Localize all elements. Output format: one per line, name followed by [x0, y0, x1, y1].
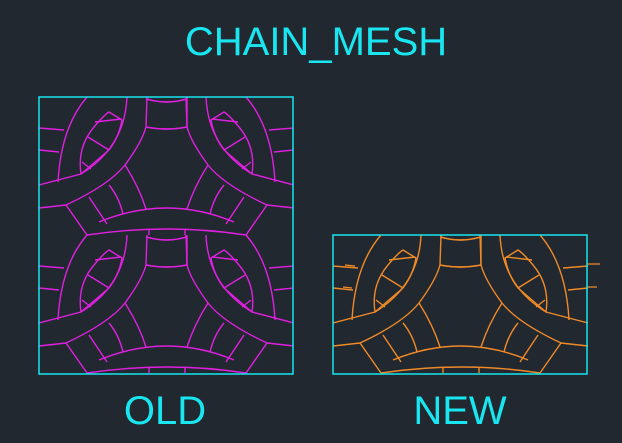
old-boundary-frame [38, 96, 294, 375]
old-pattern-tile-bottom [39, 235, 294, 373]
new-boundary-frame [332, 234, 588, 375]
old-hatch-pattern [39, 97, 294, 373]
new-hatch-pattern [333, 235, 600, 373]
old-pattern-tile-top [39, 97, 294, 235]
new-pattern-overflow-lines [342, 263, 600, 289]
drawing-title: CHAIN_MESH [184, 20, 448, 64]
old-label: OLD [123, 389, 207, 433]
new-label: NEW [413, 389, 507, 433]
new-pattern-tile [333, 235, 588, 373]
